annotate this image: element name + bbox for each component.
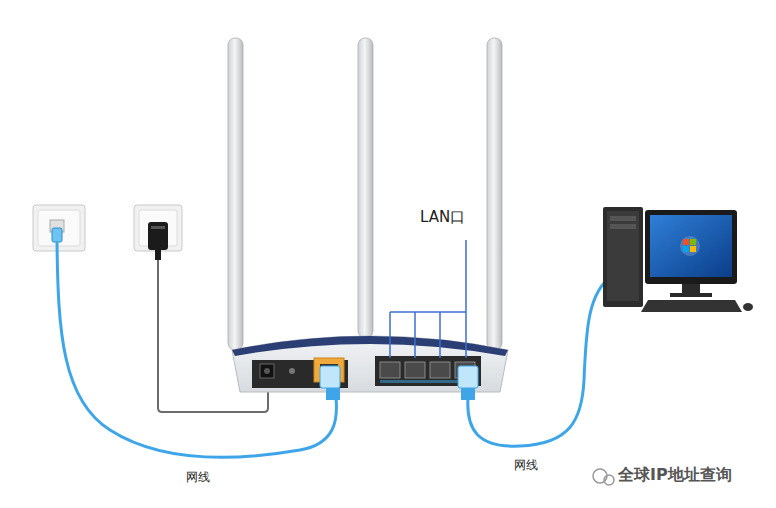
network-wall-socket xyxy=(33,205,85,251)
router-body xyxy=(260,364,274,378)
rj45-plug xyxy=(461,388,475,400)
router-body xyxy=(252,360,348,388)
lan-bracket xyxy=(390,311,466,313)
router-body xyxy=(264,368,270,374)
power-socket xyxy=(148,222,168,250)
desktop-computer xyxy=(603,207,643,307)
router-body xyxy=(380,362,400,378)
lan-bracket xyxy=(465,240,467,358)
rj45-plug xyxy=(326,388,340,400)
router-antenna xyxy=(228,38,502,350)
desktop-computer xyxy=(743,303,753,311)
lan-bracket xyxy=(390,240,466,358)
desktop-computer xyxy=(690,239,696,245)
watermark: 全球IP地址查询 xyxy=(618,465,732,484)
desktop-computer xyxy=(603,207,753,312)
router-body xyxy=(405,362,425,378)
desktop-computer xyxy=(610,216,636,221)
port-label: LAN口 xyxy=(420,208,465,226)
rj45-plug xyxy=(458,366,478,388)
router-antenna xyxy=(228,38,243,350)
router-antenna xyxy=(358,38,373,338)
cable-label: 网线 xyxy=(186,470,210,484)
lan-bracket xyxy=(439,312,441,358)
desktop-computer xyxy=(683,246,689,252)
desktop-computer xyxy=(680,236,700,256)
cable-label: 网线 xyxy=(514,458,538,472)
network-wall-socket xyxy=(38,210,80,246)
power-socket xyxy=(155,250,161,260)
desktop-computer xyxy=(670,293,712,297)
lan-bracket xyxy=(414,312,416,358)
desktop-computer xyxy=(683,239,689,245)
desktop-computer xyxy=(650,215,732,277)
desktop-computer xyxy=(641,300,742,312)
lan-bracket xyxy=(389,312,391,358)
network-wall-socket xyxy=(33,205,85,251)
rj45-plug xyxy=(320,366,478,400)
power-socket xyxy=(134,205,182,251)
desktop-computer xyxy=(645,210,737,284)
watermark-icon xyxy=(604,475,614,485)
watermark-icon xyxy=(593,469,614,485)
router-body xyxy=(289,368,295,374)
rj45-plug xyxy=(320,366,340,388)
power-socket xyxy=(134,205,182,260)
desktop-computer xyxy=(610,224,636,229)
desktop-computer xyxy=(607,211,639,301)
network-wall-socket xyxy=(52,228,62,242)
router-antenna xyxy=(487,38,502,350)
power-socket xyxy=(151,226,165,229)
desktop-computer xyxy=(682,284,700,294)
desktop-computer xyxy=(690,246,696,252)
router-body xyxy=(430,362,450,378)
